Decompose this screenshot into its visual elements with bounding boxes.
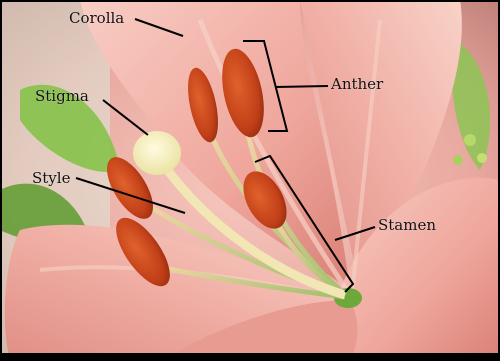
corolla-label: Corolla — [69, 11, 124, 26]
stigma-label: Stigma — [35, 89, 89, 104]
anther-label: Anther — [331, 77, 383, 92]
style-label: Style — [32, 171, 70, 186]
anther-callout — [276, 86, 328, 87]
stigma-head — [133, 131, 181, 175]
stamen-label: Stamen — [378, 218, 436, 233]
